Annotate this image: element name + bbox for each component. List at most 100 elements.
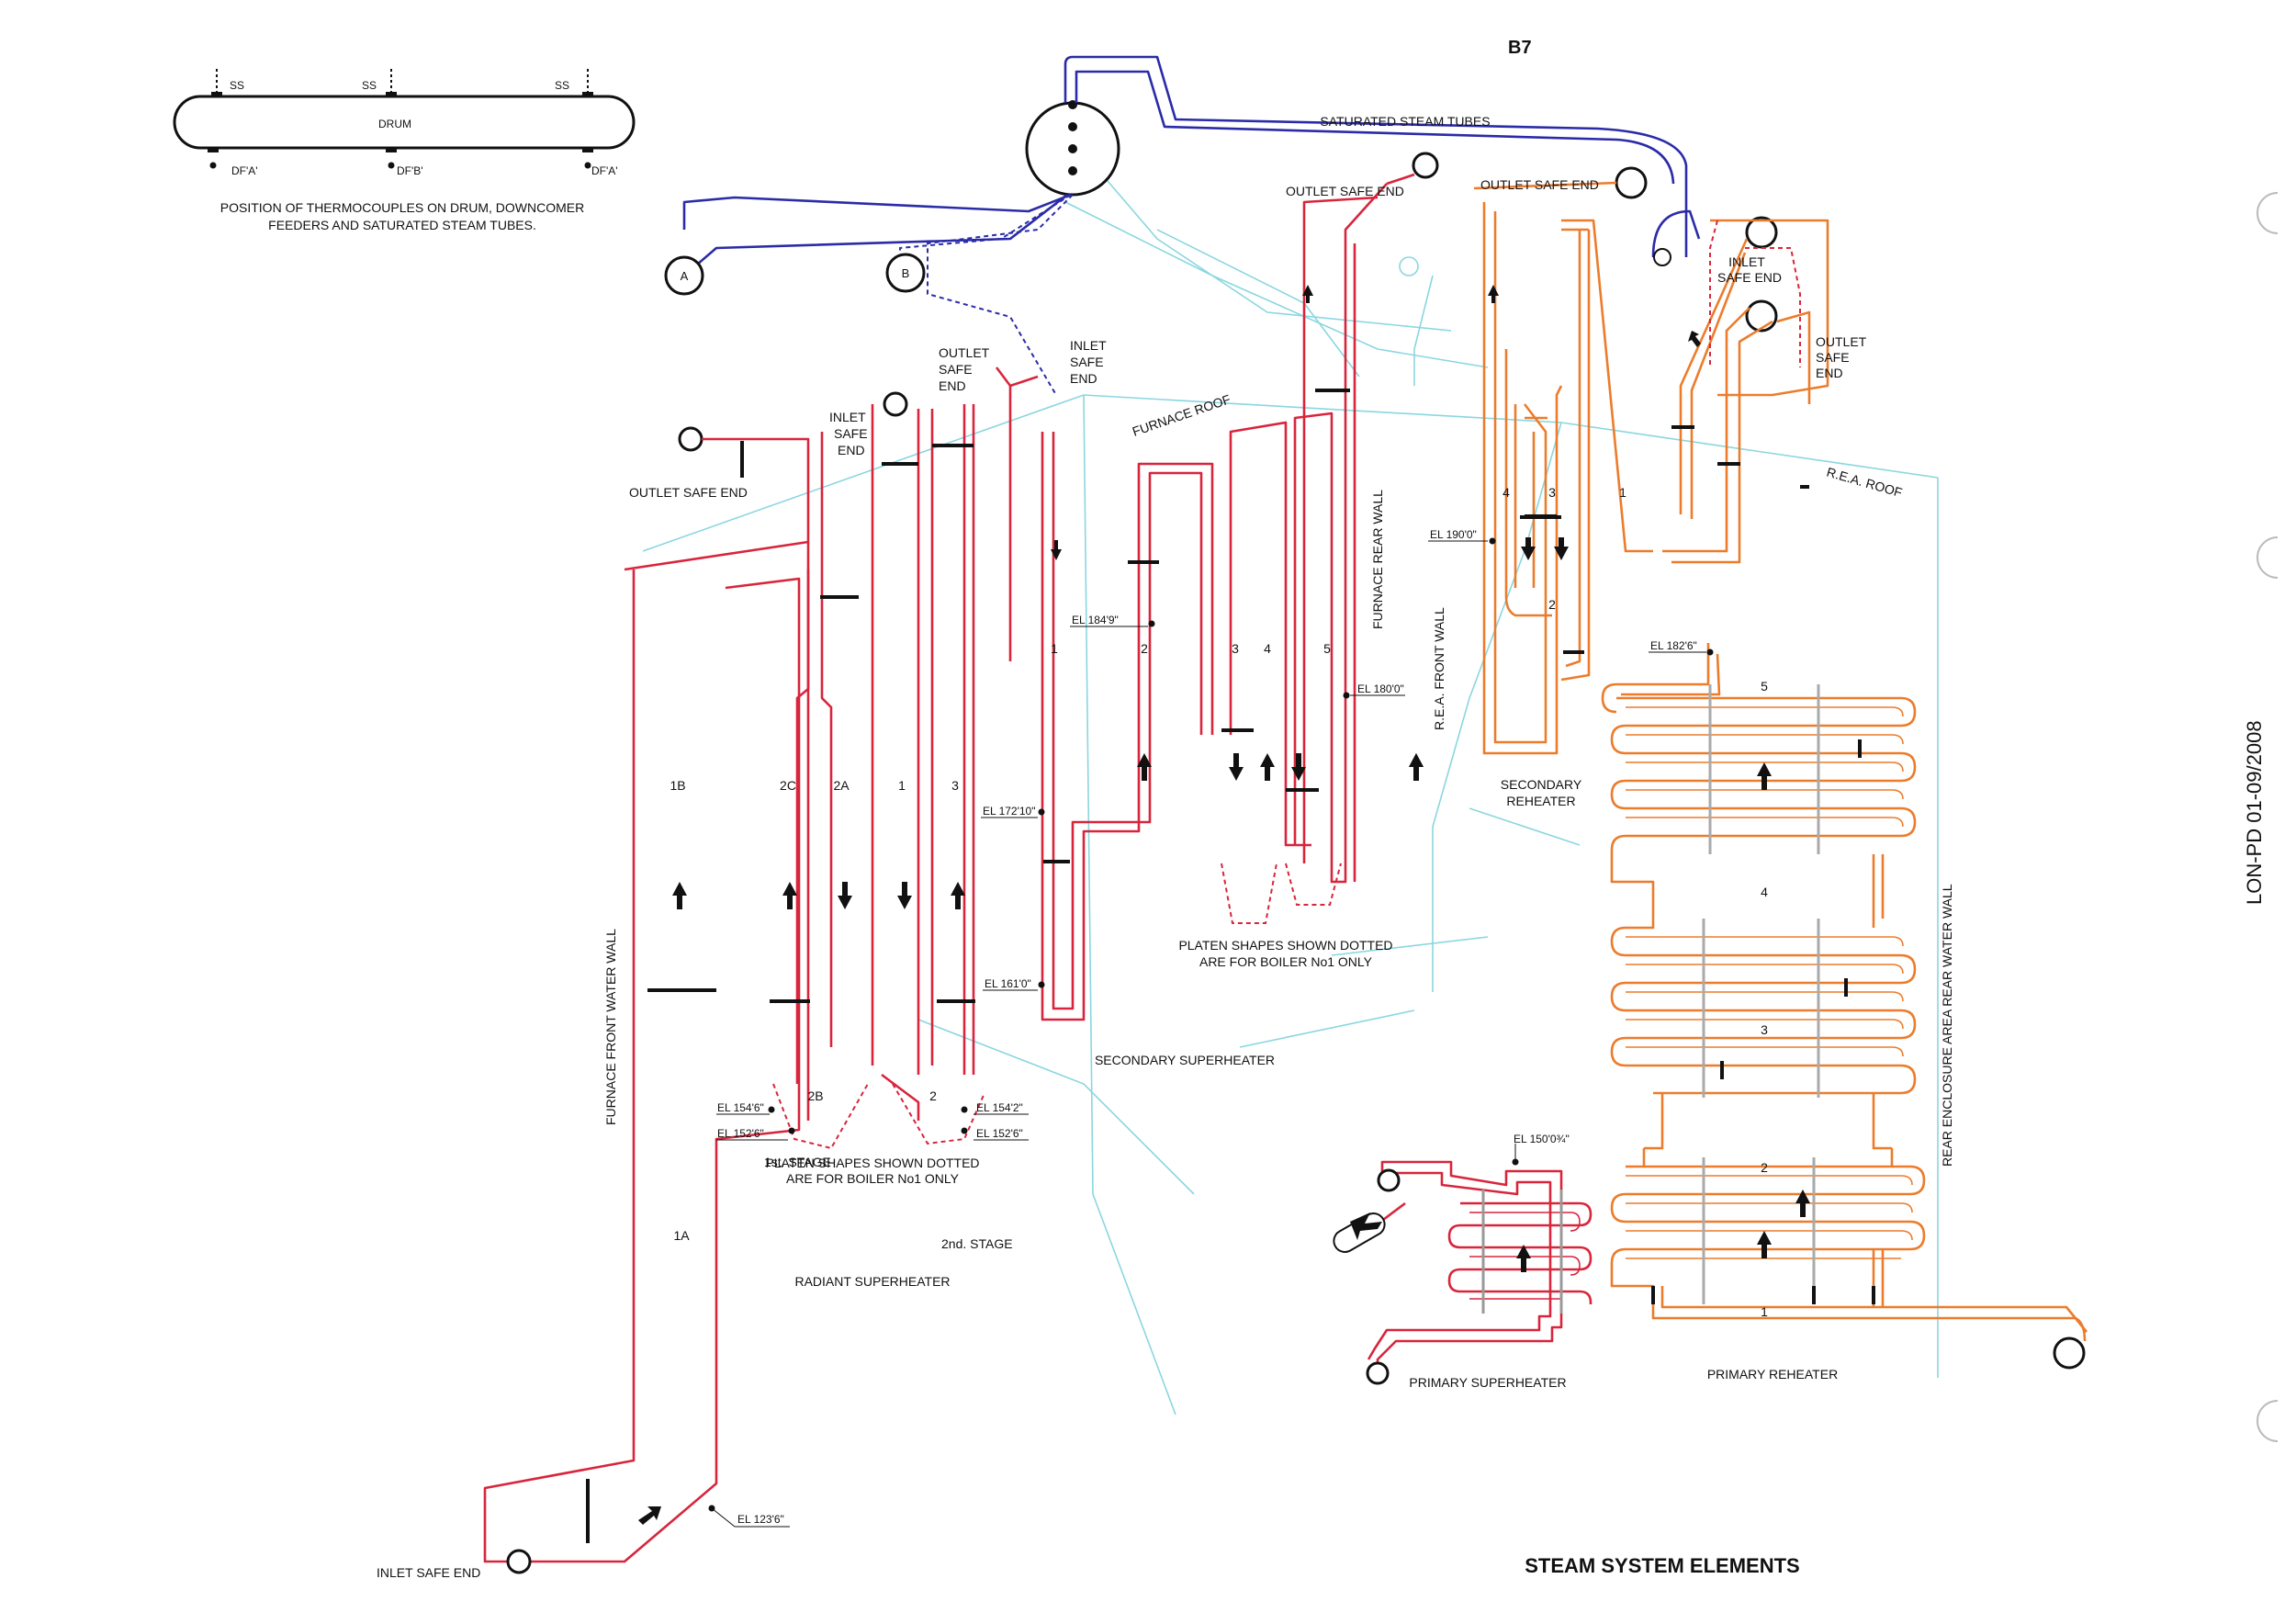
end-label-c: END (1070, 371, 1097, 386)
end-label-b: END (939, 378, 966, 393)
secondary-rh-outlet2-header (1745, 299, 1778, 333)
element-1a: 1A (673, 1228, 690, 1243)
binder-hole-2 (2257, 536, 2279, 579)
secondary-rh-inlet-label-2: SAFE END (1717, 270, 1782, 285)
primary-reheater-label: PRIMARY REHEATER (1707, 1367, 1838, 1382)
secondary-rh-outlet2-label-2: SAFE (1816, 350, 1850, 365)
elevation-161: EL 161'0" (985, 977, 1031, 990)
primary-superheater-coils (1447, 1190, 1593, 1314)
elevation-190: EL 190'0" (1430, 528, 1477, 541)
sheet-number: B7 (1508, 38, 1532, 58)
document-stamp: LON-PD 01-09/2008 (2243, 720, 2266, 905)
element-2a: 2A (833, 778, 850, 793)
rea-coil-bank-middle (1610, 854, 1917, 1150)
element-1: 1 (898, 778, 906, 793)
header-b-label: B (902, 266, 910, 280)
front-water-wall-label: FURNACE FRONT WATER WALL (603, 929, 618, 1125)
df-thermocouple-markers (208, 148, 593, 169)
elevation-184-9: EL 184'9" (1072, 614, 1119, 626)
radiant-outlet-header (678, 426, 703, 452)
platen-note-1-line1: PLATEN SHAPES SHOWN DOTTED (765, 1156, 979, 1170)
rea-element-1: 1 (1761, 1304, 1768, 1319)
df-label-2: DF'B' (397, 164, 423, 177)
element-2c: 2C (780, 778, 796, 793)
rea-coil-bank-top (1610, 684, 1917, 854)
safe-label-c: SAFE (1070, 355, 1104, 369)
secondary-rh-outlet-header (1615, 166, 1648, 199)
platen-note-1-line2: ARE FOR BOILER No1 ONLY (786, 1171, 960, 1186)
radiant-superheater: OUTLET SAFE END INLET SAFE END INLET SAF… (377, 338, 1107, 1580)
rea-element-3: 3 (1761, 1022, 1768, 1037)
rea-element-2: 2 (1761, 1160, 1768, 1175)
primary-rh-inlet-header (2053, 1336, 2086, 1370)
ssh-element-5: 5 (1323, 641, 1331, 656)
primary-sh-header (1377, 1168, 1401, 1192)
radiant-inlet-label: INLET SAFE END (377, 1565, 480, 1580)
primary-superheater-label: PRIMARY SUPERHEATER (1409, 1375, 1566, 1390)
secondary-rh-inlet-label-1: INLET (1728, 254, 1765, 269)
secondary-sh-outlet-label: OUTLET SAFE END (1286, 184, 1404, 198)
radiant-outlet-label: OUTLET SAFE END (629, 485, 748, 500)
elevation-markers: EL 123'6" EL 150'0¾" EL 152'6" EL 152'6"… (708, 528, 1714, 1528)
furnace-rear-wall-label: FURNACE REAR WALL (1370, 490, 1385, 629)
radiant-inlet2-header (883, 391, 908, 417)
elevation-152-6-a: EL 152'6" (717, 1127, 764, 1140)
ss-thermocouple-markers (211, 69, 593, 96)
elevation-123-6: EL 123'6" (737, 1513, 784, 1526)
elevation-180: EL 180'0" (1357, 682, 1404, 695)
secondary-reheater: OUTLET SAFE END INLET SAFE END OUTLET SA… (1473, 166, 1904, 808)
ss-label-3: SS (555, 79, 569, 92)
drum-shape (173, 95, 636, 150)
inlet-label-a: INLET (829, 410, 866, 424)
rear-enclosure-wall-label: REAR ENCLOSURE AREA REAR WATER WALL (1940, 884, 1954, 1167)
diagram-title: STEAM SYSTEM ELEMENTS (1525, 1554, 1799, 1577)
primary-superheater: PRIMARY SUPERHEATER (1333, 1160, 1593, 1390)
secondary-superheater: OUTLET SAFE END 1 2 3 4 5 FURNACE REAR W… (1041, 152, 1446, 1067)
element-2: 2 (929, 1088, 937, 1103)
secondary-rh-outlet2-label-3: END (1816, 366, 1843, 380)
elevation-182-6: EL 182'6" (1650, 639, 1697, 652)
rea-element-5: 5 (1761, 679, 1768, 694)
df-label-1: DF'A' (231, 164, 258, 177)
stage1-label: 1st. STAGE (764, 1155, 831, 1169)
secondary-rh-outlet2-label-1: OUTLET (1816, 334, 1867, 349)
inlet-label-c: INLET (1070, 338, 1107, 353)
elevation-154-6: EL 154'6" (717, 1101, 764, 1114)
safe-label-a: SAFE (834, 426, 868, 441)
drum-note-line2: FEEDERS AND SATURATED STEAM TUBES. (268, 218, 536, 232)
drum-inset: DRUM SS SS SS DF'A' DF'B' DF'A' POSITION… (173, 69, 636, 232)
secondary-reheater-label-1: SECONDARY (1501, 777, 1582, 792)
rea-and-primary-reheater: 5 4 3 2 1 REAR ENCLOSURE AREA REAR WATER… (1601, 643, 2088, 1382)
safe-label-b: SAFE (939, 362, 973, 377)
elevation-172-10: EL 172'10" (983, 805, 1036, 818)
rea-coil-bank-bottom (1610, 1148, 2088, 1342)
outlet-label-b: OUTLET (939, 345, 990, 360)
ss-label-1: SS (230, 79, 244, 92)
secondary-rh-inlet-header (1745, 216, 1778, 249)
rea-roof-label: R.E.A. ROOF (1825, 465, 1904, 501)
primary-sh-outlet-header (1366, 1361, 1390, 1385)
saturated-steam-tubes: A B SATURATED STEAM TUBES (664, 55, 1701, 396)
ssh-element-3: 3 (1232, 641, 1239, 656)
binder-hole-1 (2257, 192, 2279, 234)
elevation-154-2: EL 154'2" (976, 1101, 1023, 1114)
element-2b: 2B (807, 1088, 823, 1103)
radiant-inlet-header (506, 1549, 532, 1574)
secondary-rh-outlet-label: OUTLET SAFE END (1480, 177, 1599, 192)
srh-element-1: 1 (1619, 485, 1626, 500)
element-3: 3 (951, 778, 959, 793)
secondary-sh-outlet-header (1412, 152, 1439, 179)
platen-note-2-line1: PLATEN SHAPES SHOWN DOTTED (1178, 938, 1392, 953)
elevation-152-6-b: EL 152'6" (976, 1127, 1023, 1140)
drum-note-line1: POSITION OF THERMOCOUPLES ON DRUM, DOWNC… (220, 200, 584, 215)
srh-element-4: 4 (1503, 485, 1510, 500)
secondary-reheater-label-2: REHEATER (1506, 794, 1575, 808)
srh-element-3: 3 (1548, 485, 1556, 500)
rea-element-4: 4 (1761, 885, 1768, 899)
saturated-steam-tubes-label: SATURATED STEAM TUBES (1320, 114, 1490, 129)
secondary-superheater-label: SECONDARY SUPERHEATER (1095, 1053, 1275, 1067)
ssh-element-2: 2 (1141, 641, 1148, 656)
end-label-a: END (838, 443, 865, 457)
elevation-150: EL 150'0¾" (1514, 1133, 1570, 1145)
